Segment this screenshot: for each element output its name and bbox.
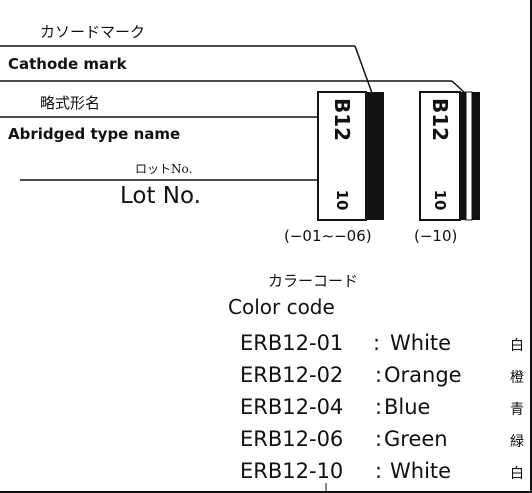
part-number: ERB12-06 bbox=[240, 427, 344, 451]
color-kanji: 橙 bbox=[510, 370, 524, 386]
color-code-jp-title: カラーコード bbox=[268, 272, 359, 290]
color-kanji: 白 bbox=[510, 466, 524, 482]
color-code-row: ERB12-04 : Blue 青 bbox=[240, 395, 530, 425]
color-code-en-title: Color code bbox=[228, 295, 335, 319]
cathode-mark-jp-label: カソードマーク bbox=[40, 23, 146, 41]
part-right-band-2 bbox=[472, 92, 480, 220]
part-left-body bbox=[317, 91, 367, 221]
color-name: White bbox=[390, 331, 452, 355]
separator: : bbox=[375, 459, 383, 483]
part-right-type-name: B12 bbox=[428, 98, 452, 142]
separator: : bbox=[375, 363, 383, 387]
part-right-band-gap bbox=[465, 91, 473, 221]
part-left-cathode-band bbox=[366, 92, 384, 220]
range-label-left: (−01∼−06) bbox=[284, 227, 372, 245]
color-name: Blue bbox=[384, 395, 431, 419]
part-left-lot-number: 10 bbox=[333, 189, 351, 211]
part-number: ERB12-02 bbox=[240, 363, 344, 387]
abridged-type-jp-label: 略式形名 bbox=[40, 94, 101, 112]
color-kanji: 白 bbox=[510, 338, 524, 354]
color-name: White bbox=[390, 459, 452, 483]
cathode-mark-en-label: Cathode mark bbox=[8, 55, 127, 73]
color-name: Orange bbox=[384, 363, 462, 387]
separator: : bbox=[375, 395, 383, 419]
separator: : bbox=[375, 427, 383, 451]
part-left-type-name: B12 bbox=[330, 98, 354, 142]
cathode-leader-right bbox=[451, 80, 466, 94]
color-kanji: 青 bbox=[510, 402, 524, 418]
range-label-right: (−10) bbox=[414, 227, 458, 245]
part-right-band-1 bbox=[460, 92, 466, 220]
color-name: Green bbox=[384, 427, 448, 451]
abridged-type-en-label: Abridged type name bbox=[8, 125, 181, 143]
color-code-row: ERB12-02 : Orange 橙 bbox=[240, 363, 530, 393]
part-right-body bbox=[419, 91, 461, 221]
part-number: ERB12-04 bbox=[240, 395, 344, 419]
color-kanji: 緑 bbox=[510, 434, 524, 450]
lot-no-jp-label: ロットNo. bbox=[135, 162, 193, 176]
lot-no-en-label: Lot No. bbox=[120, 183, 201, 209]
color-code-row: ERB12-10 : White 白 bbox=[240, 459, 530, 489]
part-number: ERB12-01 bbox=[240, 331, 344, 355]
cathode-leader-left bbox=[354, 45, 373, 94]
color-code-row: ERB12-01 : White 白 bbox=[240, 331, 530, 361]
part-number: ERB12-10 bbox=[240, 459, 344, 483]
color-code-row: ERB12-06 : Green 緑 bbox=[240, 427, 530, 457]
separator: : bbox=[373, 331, 381, 355]
part-right-lot-number: 10 bbox=[431, 189, 449, 211]
